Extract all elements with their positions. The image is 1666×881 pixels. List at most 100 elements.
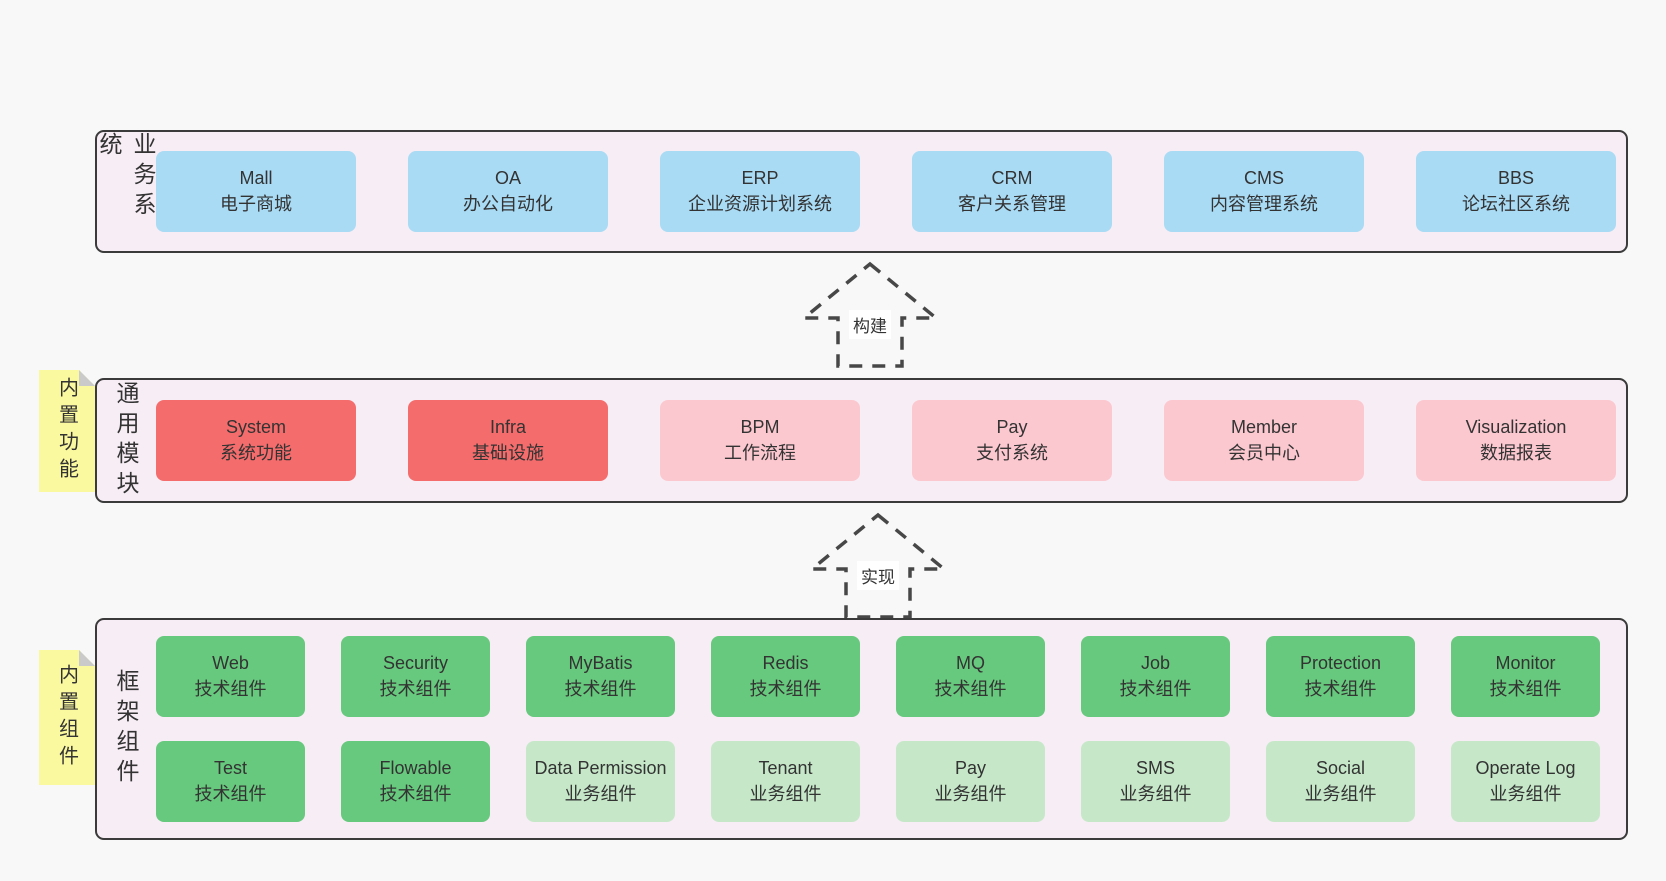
- module-subtitle: 会员中心: [1228, 442, 1300, 463]
- tier-business-systems: 业务系统 Mall 电子商城 OA 办公自动化 ERP 企业资源计划系统 CRM…: [95, 130, 1628, 253]
- module-title: OA: [494, 167, 521, 188]
- box-social: Social 业务组件: [1266, 741, 1415, 822]
- box-flowable: Flowable 技术组件: [341, 741, 490, 822]
- box-infra: Infra 基础设施: [408, 400, 608, 481]
- box-redis: Redis 技术组件: [711, 636, 860, 717]
- common-boxes-row: System 系统功能 Infra 基础设施 BPM 工作流程 Pay 支付系统…: [156, 380, 1618, 501]
- framework-row-biz: Test 技术组件 Flowable 技术组件 Data Permission …: [156, 741, 1600, 822]
- framework-boxes: Web 技术组件 Security 技术组件 MyBatis 技术组件 Redi…: [156, 620, 1618, 838]
- module-title: Protection: [1299, 652, 1382, 673]
- module-title: Security: [382, 652, 449, 673]
- module-subtitle: 论坛社区系统: [1462, 193, 1570, 214]
- box-member: Member 会员中心: [1164, 400, 1364, 481]
- module-title: Pay: [954, 757, 987, 778]
- module-subtitle: 数据报表: [1480, 442, 1552, 463]
- module-title: Web: [212, 652, 249, 673]
- module-title: System: [225, 416, 286, 437]
- module-title: Monitor: [1495, 652, 1556, 673]
- module-subtitle: 技术组件: [1489, 678, 1562, 699]
- tier-framework-components: 框架组件 Web 技术组件 Security 技术组件 MyBatis 技术组件…: [95, 618, 1628, 840]
- box-protection: Protection 技术组件: [1266, 636, 1415, 717]
- up-arrow-icon: [799, 261, 941, 368]
- module-title: Infra: [489, 416, 527, 437]
- box-tenant: Tenant 业务组件: [711, 741, 860, 822]
- box-sms: SMS 业务组件: [1081, 741, 1230, 822]
- module-subtitle: 业务组件: [1489, 783, 1562, 804]
- module-subtitle: 支付系统: [976, 442, 1048, 463]
- sticky-note-fold-corner: [79, 650, 95, 666]
- box-crm: CRM 客户关系管理: [912, 151, 1112, 232]
- box-security: Security 技术组件: [341, 636, 490, 717]
- sticky-note-built-in-components: 内置组件: [39, 650, 95, 785]
- box-test: Test 技术组件: [156, 741, 305, 822]
- module-subtitle: 技术组件: [564, 678, 637, 699]
- box-mybatis: MyBatis 技术组件: [526, 636, 675, 717]
- module-title: Data Permission: [534, 757, 667, 778]
- module-subtitle: 企业资源计划系统: [688, 193, 832, 214]
- module-title: Operate Log: [1475, 757, 1576, 778]
- module-subtitle: 业务组件: [1304, 783, 1377, 804]
- box-job: Job 技术组件: [1081, 636, 1230, 717]
- up-arrow-icon: [807, 512, 949, 619]
- arrow-implement-label: 实现: [857, 561, 899, 590]
- module-title: MQ: [956, 652, 985, 673]
- box-web: Web 技术组件: [156, 636, 305, 717]
- box-monitor: Monitor 技术组件: [1451, 636, 1600, 717]
- tier-business-systems-label: 业务系统: [96, 132, 156, 222]
- module-subtitle: 技术组件: [749, 678, 822, 699]
- tier-framework-components-label: 框架组件: [113, 669, 139, 789]
- box-cms: CMS 内容管理系统: [1164, 151, 1364, 232]
- arrow-build-label: 构建: [849, 310, 891, 339]
- module-title: Redis: [762, 652, 809, 673]
- box-bpm: BPM 工作流程: [660, 400, 860, 481]
- module-subtitle: 内容管理系统: [1210, 193, 1318, 214]
- box-pay-biz: Pay 业务组件: [896, 741, 1045, 822]
- module-title: SMS: [1135, 757, 1175, 778]
- arrow-implement: 实现: [803, 511, 953, 623]
- module-subtitle: 工作流程: [724, 442, 796, 463]
- box-system: System 系统功能: [156, 400, 356, 481]
- module-subtitle: 电子商城: [220, 193, 292, 214]
- tier-common-modules: 通用模块 System 系统功能 Infra 基础设施 BPM 工作流程 Pay…: [95, 378, 1628, 503]
- module-subtitle: 业务组件: [749, 783, 822, 804]
- module-subtitle: 客户关系管理: [958, 193, 1066, 214]
- module-title: Tenant: [758, 757, 813, 778]
- module-title: Pay: [996, 416, 1028, 437]
- box-data-permission: Data Permission 业务组件: [526, 741, 675, 822]
- module-subtitle: 技术组件: [934, 678, 1007, 699]
- module-title: CMS: [1244, 167, 1284, 188]
- module-subtitle: 技术组件: [1304, 678, 1377, 699]
- module-subtitle: 技术组件: [194, 678, 267, 699]
- box-bbs: BBS 论坛社区系统: [1416, 151, 1616, 232]
- box-operate-log: Operate Log 业务组件: [1451, 741, 1600, 822]
- module-title: MyBatis: [568, 652, 633, 673]
- module-title: Social: [1315, 757, 1366, 778]
- framework-row-tech: Web 技术组件 Security 技术组件 MyBatis 技术组件 Redi…: [156, 636, 1600, 717]
- module-title: Test: [213, 757, 247, 778]
- module-title: Visualization: [1465, 416, 1567, 437]
- module-subtitle: 办公自动化: [463, 193, 553, 214]
- module-title: Job: [1140, 652, 1171, 673]
- module-subtitle: 技术组件: [1119, 678, 1192, 699]
- box-pay: Pay 支付系统: [912, 400, 1112, 481]
- module-subtitle: 业务组件: [934, 783, 1007, 804]
- arrow-build: 构建: [795, 260, 945, 372]
- module-subtitle: 基础设施: [472, 442, 544, 463]
- box-visualization: Visualization 数据报表: [1416, 400, 1616, 481]
- module-subtitle: 系统功能: [220, 442, 292, 463]
- tier-common-modules-label: 通用模块: [113, 380, 139, 501]
- module-subtitle: 技术组件: [379, 783, 452, 804]
- module-subtitle: 技术组件: [379, 678, 452, 699]
- module-subtitle: 技术组件: [194, 783, 267, 804]
- box-oa: OA 办公自动化: [408, 151, 608, 232]
- box-mq: MQ 技术组件: [896, 636, 1045, 717]
- sticky-note-fold-corner: [79, 370, 95, 386]
- module-title: ERP: [741, 167, 779, 188]
- module-title: Flowable: [379, 757, 452, 778]
- box-erp: ERP 企业资源计划系统: [660, 151, 860, 232]
- box-mall: Mall 电子商城: [156, 151, 356, 232]
- module-subtitle: 业务组件: [564, 783, 637, 804]
- sticky-note-built-in-features: 内置功能: [39, 370, 95, 492]
- business-boxes-row: Mall 电子商城 OA 办公自动化 ERP 企业资源计划系统 CRM 客户关系…: [156, 132, 1618, 251]
